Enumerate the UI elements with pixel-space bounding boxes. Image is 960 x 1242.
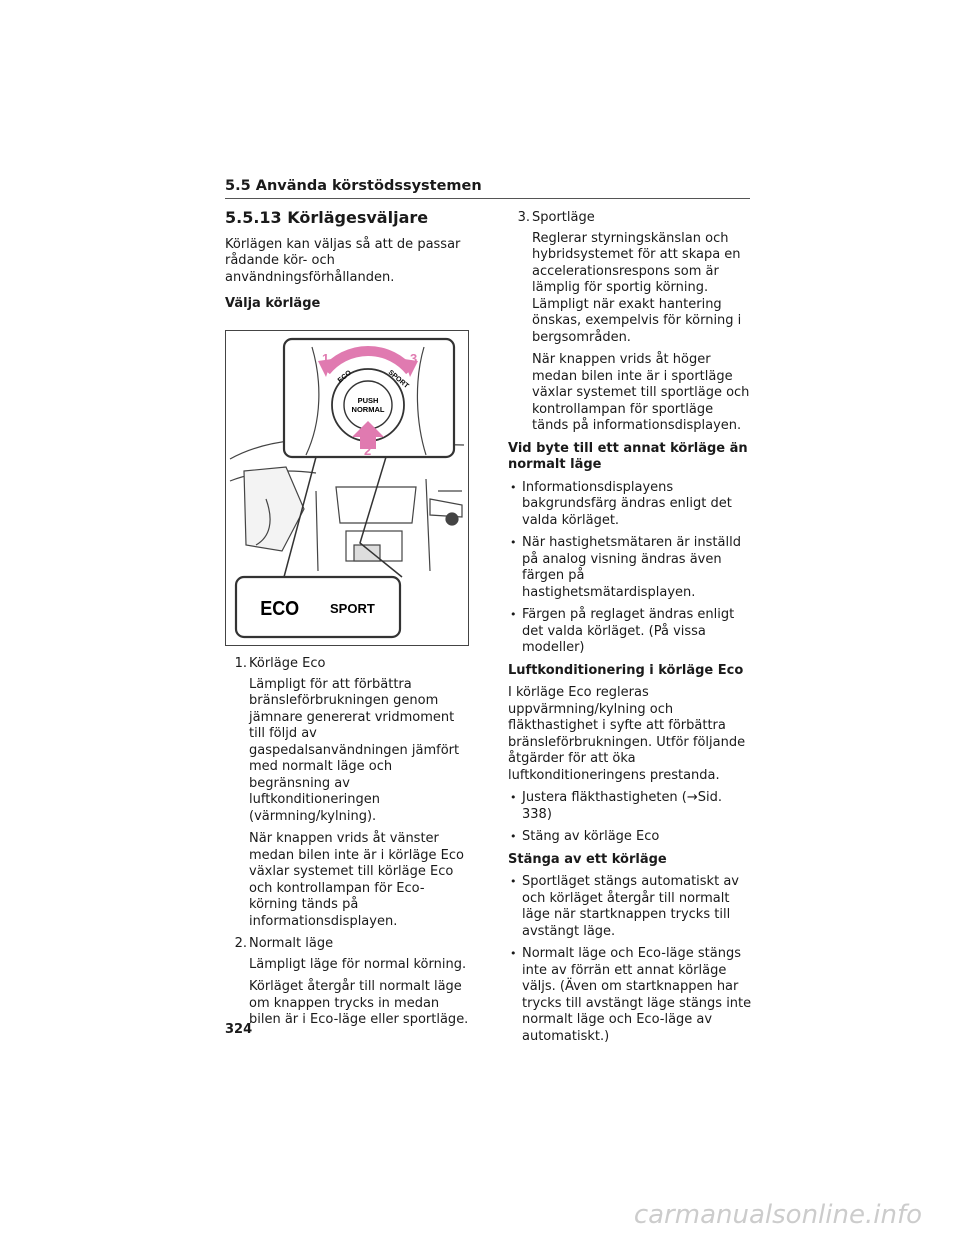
list-item-label: Körläge Eco — [249, 656, 326, 671]
list-item-sport: 3. Sportläge Reglerar styrningskänslan o… — [508, 210, 753, 435]
list-item-paragraph: Lämpligt läge för normal körning. — [249, 956, 467, 972]
mode-list-left: 1. Körläge Eco Lämpligt för att förbättr… — [225, 656, 470, 1035]
list-item-eco: 1. Körläge Eco Lämpligt för att förbättr… — [225, 656, 470, 930]
drive-mode-figure: 1 3 2 ECO SPORT PUSH NORMAL ECO SPORT — [225, 330, 469, 646]
section-divider — [225, 198, 750, 199]
list-item-paragraph: När knappen vrids åt höger medan bilen i… — [532, 352, 750, 433]
list-item-paragraph: Reglerar styrningskänslan och hybridsyst… — [532, 230, 742, 345]
bullet-item: Stäng av körläge Eco — [508, 829, 753, 846]
sport-indicator: SPORT — [330, 601, 375, 616]
intro-paragraph: Körlägen kan väljas så att de passar råd… — [225, 236, 461, 285]
list-item-paragraph: Körläget återgår till normalt läge om kn… — [249, 979, 469, 1027]
dashboard-illustration: 1 3 2 ECO SPORT PUSH NORMAL ECO SPORT — [229, 337, 465, 639]
callout-label-2: 2 — [364, 443, 371, 458]
heading-turn-off-mode: Stänga av ett körläge — [508, 851, 667, 867]
callout-label-1: 1 — [322, 351, 329, 366]
bullet-item: Sportläget stängs automatiskt av och kör… — [508, 874, 753, 940]
list-number: 2. — [234, 936, 247, 951]
page-number: 324 — [225, 1022, 253, 1037]
callout-label-3: 3 — [410, 351, 417, 366]
ac-paragraph: I körläge Eco regleras uppvärmning/kylni… — [508, 685, 746, 783]
page-title: 5.5.13 Körlägesväljare — [225, 208, 429, 227]
list-item-normal: 2. Normalt läge Lämpligt läge för normal… — [225, 936, 470, 1029]
eco-indicator: ECO — [260, 598, 299, 620]
bullet-item: Justera fläkthastigheten (→Sid. 338) — [508, 790, 753, 823]
list-item-label: Normalt läge — [249, 936, 334, 951]
bullet-item: Färgen på reglaget ändras enligt det val… — [508, 607, 753, 657]
bullet-item: När hastighetsmätaren är inställd på ana… — [508, 535, 753, 601]
section-header: 5.5 Använda körstödssystemen — [225, 178, 482, 194]
left-column: 5.5.13 Körlägesväljare Körlägen kan välj… — [225, 208, 470, 319]
bullet-item: Normalt läge och Eco-läge stängs inte av… — [508, 946, 753, 1045]
subheading-select-mode: Välja körläge — [225, 296, 321, 311]
knob-normal-label: NORMAL — [352, 405, 385, 414]
watermark: carmanualsonline.info — [633, 1200, 922, 1230]
list-number: 1. — [234, 656, 247, 671]
list-item-paragraph: Lämpligt för att förbättra bränsleförbru… — [249, 676, 460, 824]
bullet-item: Informationsdisplayens bakgrundsfärg änd… — [508, 480, 753, 530]
list-item-label: Sportläge — [532, 210, 595, 225]
right-column: 3. Sportläge Reglerar styrningskänslan o… — [508, 210, 753, 1051]
knob-push-label: PUSH — [358, 396, 379, 405]
list-item-paragraph: När knappen vrids åt vänster medan bilen… — [249, 831, 465, 929]
heading-ac-eco: Luftkonditionering i körläge Eco — [508, 662, 744, 678]
list-number: 3. — [517, 210, 530, 225]
heading-mode-change: Vid byte till ett annat körläge än norma… — [508, 440, 748, 473]
